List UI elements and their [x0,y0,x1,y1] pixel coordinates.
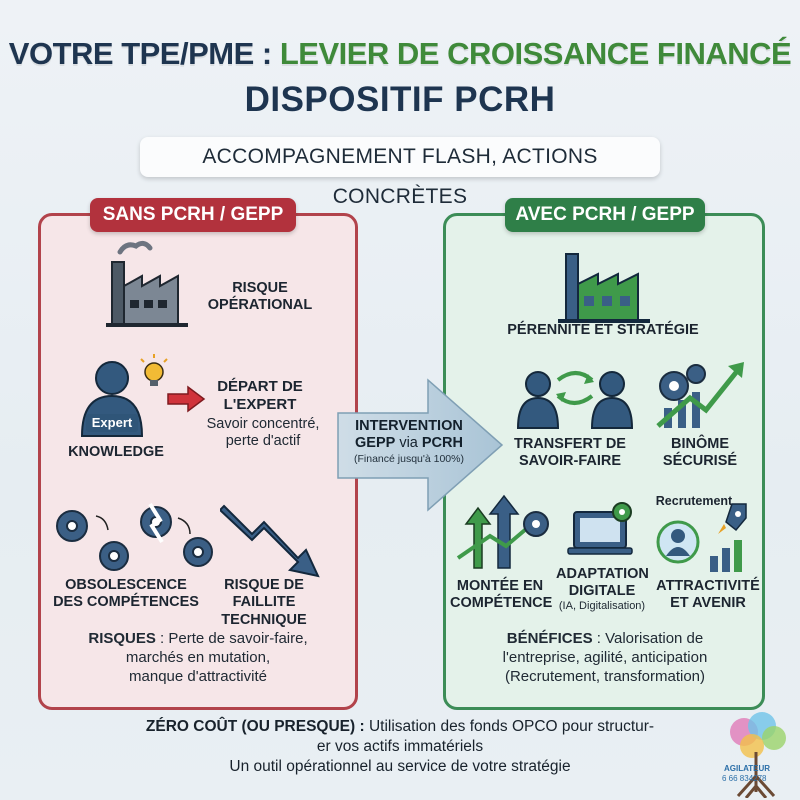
gepp-label: GEPP [355,435,396,452]
transfert-label: TRANSFERT DE SAVOIR-FAIRE [506,436,634,471]
expert-person-icon [80,354,168,437]
intervention-text: INTERVENTION GEPP via PCRH (Financé jusq… [338,418,480,465]
binome-line2: SÉCURISÉ [662,453,738,470]
risques-summary: RISQUES : Perte de savoir-faire, marchés… [50,630,346,686]
risque-line2: OPÉRATIONAL [207,297,313,314]
recruitment-rocket-icon [656,503,747,572]
faillite-line2: TECHNIQUE [221,611,307,628]
binome-label: BINÔME SÉCURISÉ [652,436,748,471]
adaptation-line1: ADAPTATION [556,566,649,582]
logo-name: AGILATEUR [724,764,771,773]
depart-expert-title: DÉPART DE L'EXPERT [200,378,320,414]
factory-green-icon [558,253,650,323]
knowledge-label: KNOWLEDGE [68,444,164,460]
benefices-text3: (Recrutement, transformation) [504,667,706,685]
depart-expert-desc: Savoir concentré, perte d'actif [198,416,328,451]
recrutement-label: Recrutement [655,494,733,508]
panel-sans-pcrh [38,213,358,710]
risque-line1: RISQUE [232,280,288,296]
badge-avec-pcrh: AVEC PCRH / GEPP [505,198,705,232]
faillite-line1: RISQUE DE FAILLITE [224,577,304,611]
montee-line1: MONTÉE EN [456,578,544,594]
benefices-text1: : Valorisation de [592,630,704,647]
attractivite-line1: ATTRACTIVITÉ [656,578,760,594]
intervention-line2: GEPP via PCRH [338,435,480,452]
obsolescence-label: OBSOLESCENCE DES COMPÉTENCES [46,577,206,612]
decline-arrow-icon [220,504,320,578]
benefices-summary: BÉNÉFICES : Valorisation de l'entreprise… [452,630,758,686]
transfer-people-icon [516,371,634,429]
montee-label: MONTÉE EN COMPÉTENCE [450,578,553,613]
main-title: VOTRE TPE/PME : LEVIER DE CROISSANCE FIN… [0,36,800,72]
red-arrow-icon [167,385,206,413]
upskill-arrows-icon [456,494,549,569]
factory-icon [106,240,188,327]
risques-label: RISQUES [88,630,156,647]
agilateur-logo-icon [730,712,786,798]
benefices-line1: BÉNÉFICES : Valorisation de [452,630,758,649]
intervention-line3: (Financé jusqu'à 100%) [354,452,464,465]
growth-gears-icon [656,362,744,428]
attractivite-line2: ET AVENIR [670,595,746,612]
risques-text1: : Perte de savoir-faire, [155,630,308,647]
pcrh-label: PCRH [421,435,463,452]
depart-line1: DÉPART DE [217,378,303,395]
transfert-line2: SAVOIR-FAIRE [518,453,622,470]
footer-text1: Utilisation des fonds OPCO pour structur… [364,718,655,735]
obsolescence-line2: DES COMPÉTENCES [53,594,199,611]
footer-line1: ZÉRO COÛT (OU PRESQUE) : Utilisation des… [0,718,800,736]
title-part1: VOTRE TPE/PME : [8,36,272,71]
subtitle-banner: ACCOMPAGNEMENT FLASH, ACTIONS CONCRÈTES [140,137,660,208]
intervention-arrow-icon [337,378,504,512]
adaptation-sub: (IA, Digitalisation) [558,600,646,612]
footer-bold: ZÉRO COÛT (OU PRESQUE) : [145,718,365,735]
benefices-text2: l'entreprise, agilité, anticipation [502,648,708,666]
footer-line3: Un outil opérationnel au service de votr… [229,758,571,775]
footer-line2: er vos actifs immatériels [316,738,484,755]
badge-sans-pcrh: SANS PCRH / GEPP [90,198,296,232]
binome-line1: BINÔME [671,436,729,452]
depart-line2: L'EXPERT [223,396,297,413]
benefices-label: BÉNÉFICES [506,630,593,647]
risque-operational-label: RISQUE OPÉRATIONAL [200,280,320,315]
depart-desc-line2: perte d'actif [225,433,301,450]
adaptation-line2: DIGITALE [568,583,636,600]
expert-badge: Expert [91,415,133,430]
title-part2: LEVIER DE CROISSANCE FINANCÉ [279,36,792,71]
transfert-line1: TRANSFERT DE [514,436,626,452]
faillite-label: RISQUE DE FAILLITE TECHNIQUE [198,577,330,629]
via-label: via [395,435,422,452]
broken-gears-icon [56,502,213,571]
laptop-gears-icon [567,502,633,555]
logo-number: 6 66 834278 [722,774,767,783]
adaptation-label: ADAPTATION DIGITALE [556,566,649,601]
risques-line1: RISQUES : Perte de savoir-faire, [50,630,346,649]
montee-line2: COMPÉTENCE [450,595,553,612]
intervention-line1: INTERVENTION [355,418,463,434]
attractivite-label: ATTRACTIVITÉ ET AVENIR [656,578,760,613]
risques-text3: manque d'attractivité [129,667,267,685]
depart-desc-line1: Savoir concentré, [206,416,320,432]
risques-text2: marchés en mutation, [125,648,271,666]
obsolescence-line1: OBSOLESCENCE [65,577,187,593]
perennite-label: PÉRENNITÉ ET STRATÉGIE [507,322,699,338]
main-title-line2: DISPOSITIF PCRH [244,80,556,119]
